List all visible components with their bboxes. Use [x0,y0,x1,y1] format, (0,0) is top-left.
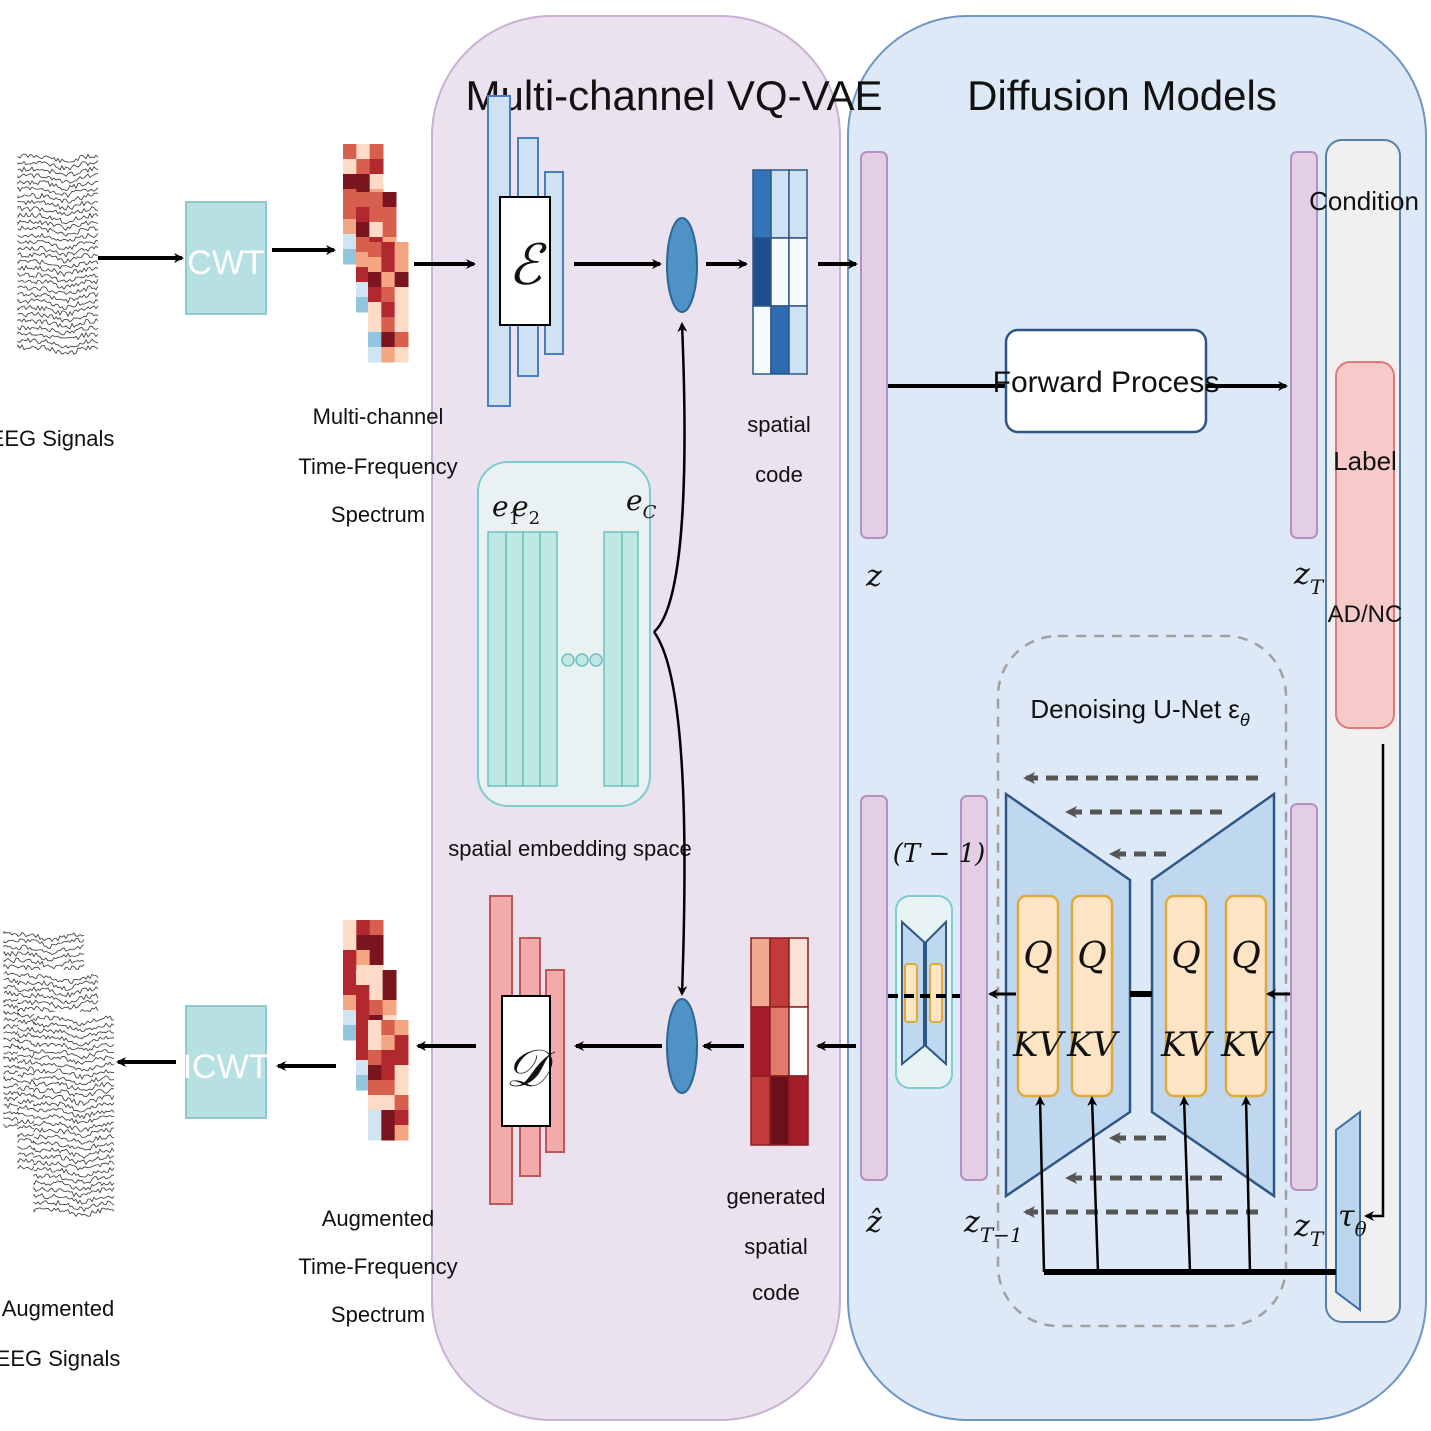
embedding-space-label: spatial embedding space [448,836,691,861]
eeg-signal-input [17,150,99,360]
quantizer-node-bottom [666,998,698,1094]
gen-code-label-2: spatial [744,1234,808,1259]
label-text: Label [1333,446,1397,476]
latent-z-T-bottom [1290,803,1318,1191]
forward-process-label: Forward Process [993,366,1220,399]
attention-block: Q KV [1220,894,1274,1098]
label-box [1335,361,1395,729]
svg-text:Q: Q [1171,936,1201,977]
embed-ec: eC [626,484,657,523]
svg-text:KV: KV [1066,1025,1120,1065]
svg-text:KV: KV [1220,1025,1274,1065]
aug-tf-spectrum-stack [343,920,409,1141]
encoder-symbol: ℰ [508,233,547,298]
augmented-eeg-label-1: Augmented [2,1296,115,1321]
spatial-code-grid [752,169,808,375]
encoder-block: ℰ [487,95,564,407]
tau-label: τθ [1338,1199,1367,1241]
svg-text:Q: Q [1077,936,1107,977]
denoising-unet-label: Denoising U-Net εθ [1030,694,1250,730]
latent-z-T-top [1290,151,1318,539]
z-T-minus-1-label: zT−1 [963,1205,1023,1247]
gen-code-label-3: code [752,1280,800,1305]
decoder-block: 𝒟 [489,895,565,1205]
tf-spectrum-stack [343,144,409,363]
tf-spectrum-label-3: Spectrum [331,502,425,527]
latent-z-T-minus-1 [960,795,988,1181]
z-T-top-label: zT [1293,557,1325,599]
gen-code-label-1: generated [726,1184,825,1209]
spatial-code-label-2: code [755,462,803,487]
latent-z-hat [860,795,888,1181]
diffusion-panel [847,15,1427,1421]
latent-z [860,151,888,539]
spatial-code-label-1: spatial [747,412,811,437]
eeg-augmented-output [3,928,115,1222]
icwt-box [185,1005,267,1119]
aug-tf-label-2: Time-Frequency [298,1254,457,1279]
svg-text:Q: Q [1023,936,1053,977]
vqvae-title: Multi-channel VQ-VAE [465,72,882,119]
denoising-unet-box [996,634,1288,1328]
tf-spectrum-label-1: Multi-channel [313,404,444,429]
embedding-vectors [487,531,639,787]
attention-block: Q KV [1012,894,1066,1098]
aug-tf-label-1: Augmented [322,1206,435,1231]
generated-code-grid [750,937,809,1146]
diffusion-title: Diffusion Models [967,72,1277,119]
z-label: z [865,559,882,594]
label-value: AD/NC [1328,601,1403,628]
quantizer-node-top [666,217,698,313]
forward-process-box [1004,328,1208,434]
cwt-label: CWT [187,244,264,282]
embed-e1: e1 [492,490,520,529]
attention-block: Q KV [1160,894,1214,1098]
eeg-signals-label: EEG Signals [0,426,114,451]
tf-spectrum-label-2: Time-Frequency [298,454,457,479]
tau-encoder [1335,1110,1361,1312]
svg-text:Q: Q [1231,936,1261,977]
attention-blocks: Q KV Q KV Q KV Q KV [1012,894,1274,1098]
icwt-label: ICWT [183,1048,270,1086]
aug-tf-label-3: Spectrum [331,1302,425,1327]
svg-text:KV: KV [1012,1025,1066,1065]
z-hat-label: ẑ [865,1205,882,1240]
z-T-bottom-label: zT [1293,1209,1325,1251]
condition-label: Condition [1309,186,1419,216]
svg-text:KV: KV [1160,1025,1214,1065]
cwt-box [185,201,267,315]
augmented-eeg-label-2: EEG Signals [0,1346,120,1371]
attention-block: Q KV [1066,894,1120,1098]
embed-e2: e2 [512,490,540,529]
